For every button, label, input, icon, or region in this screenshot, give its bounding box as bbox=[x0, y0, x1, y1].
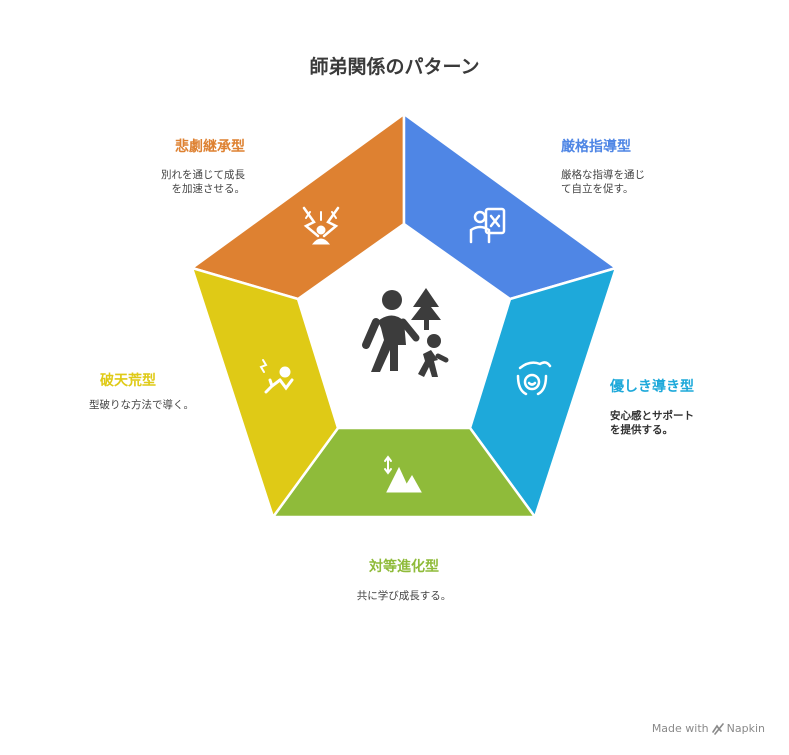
mountains-arrows-icon bbox=[384, 455, 422, 493]
segment-title-strict: 厳格指導型 bbox=[561, 139, 631, 155]
segment-desc-peer: 共に学び成長する。 bbox=[356, 590, 452, 602]
explosion-shock-icon bbox=[302, 206, 340, 245]
segment-desc-tragic: 別れを通じて成長 を加速させる。 bbox=[161, 169, 245, 195]
napkin-logo-icon bbox=[711, 722, 724, 735]
segment-desc-wild: 型破りな方法で導く。 bbox=[89, 399, 194, 411]
caring-hands-icon bbox=[516, 361, 552, 396]
segment-title-peer: 対等進化型 bbox=[369, 559, 439, 575]
napkin-watermark[interactable]: Made with Napkin bbox=[652, 722, 765, 735]
diagram-title: 師弟関係のパターン bbox=[309, 56, 480, 78]
segment-desc-strict: 厳格な指導を通じ て自立を促す。 bbox=[561, 169, 645, 195]
falling-person-icon bbox=[259, 359, 294, 394]
teacher-board-icon bbox=[469, 207, 506, 244]
segment-title-wild: 破天荒型 bbox=[100, 373, 156, 389]
segment-title-tragic: 悲劇継承型 bbox=[175, 139, 245, 155]
watermark-brand: Napkin bbox=[726, 722, 765, 735]
segment-desc-gentle: 安心感とサポート を提供する。 bbox=[610, 410, 694, 436]
segment-title-gentle: 優しき導き型 bbox=[610, 379, 694, 395]
adult-child-tree-icon bbox=[362, 288, 449, 377]
watermark-text: Made with bbox=[651, 722, 709, 735]
